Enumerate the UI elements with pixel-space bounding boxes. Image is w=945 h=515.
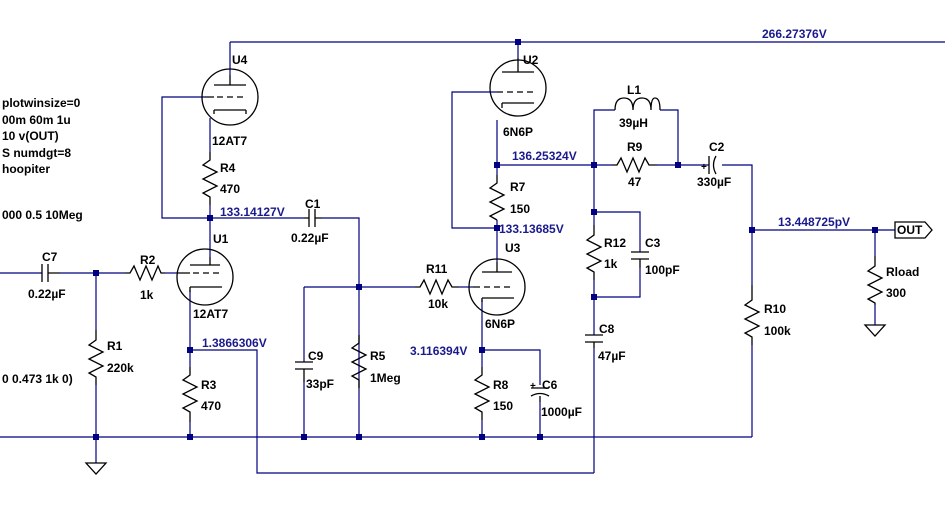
tube-u4-ref: U4	[232, 53, 248, 67]
rload-value: 300	[886, 286, 906, 300]
node-voltage-u2-cathode: 136.25324V	[512, 149, 577, 163]
resistor-r3[interactable]	[181, 367, 199, 422]
resistor-r9[interactable]	[612, 156, 657, 174]
r8-value: 150	[493, 399, 513, 413]
r10-ref: R10	[764, 302, 786, 316]
r9-ref: R9	[627, 140, 643, 154]
c3-value: 100pF	[645, 263, 680, 277]
c1-ref: C1	[305, 197, 321, 211]
capacitor-c1[interactable]	[304, 209, 322, 227]
r11-value: 10k	[428, 297, 448, 311]
directive-line-7: 0 0.473 1k 0)	[2, 372, 73, 386]
r12-value: 1k	[604, 257, 618, 271]
node-voltage-bplus: 266.27376V	[762, 27, 827, 41]
r2-value: 1k	[140, 288, 154, 302]
tube-u1[interactable]	[176, 248, 234, 306]
r4-ref: R4	[220, 161, 236, 175]
resistor-r2[interactable]	[125, 264, 165, 282]
resistor-r5[interactable]	[350, 335, 368, 388]
r10-value: 100k	[764, 324, 791, 338]
c9-ref: C9	[308, 349, 324, 363]
c2-ref: C2	[709, 140, 725, 154]
c8-value: 47µF	[598, 349, 626, 363]
l1-ref: L1	[627, 83, 641, 97]
tube-u1-ref: U1	[213, 232, 229, 246]
c8-ref: C8	[599, 322, 615, 336]
inductor-l1[interactable]	[614, 97, 661, 111]
tube-u3[interactable]	[468, 258, 526, 316]
svg-text:+: +	[701, 162, 707, 173]
output-port-label: OUT	[897, 223, 923, 237]
node-voltages: 266.27376V 133.14127V 1.3866306V 136.253…	[202, 27, 850, 358]
component-labels: U4 12AT7 U1 12AT7 U2 6N6P U3 6N6P C7 0.2…	[28, 53, 919, 419]
r5-value: 1Meg	[370, 371, 401, 385]
r1-value: 220k	[107, 361, 134, 375]
r4-value: 470	[220, 182, 240, 196]
resistor-r11[interactable]	[415, 278, 459, 296]
c2-value: 330µF	[697, 175, 731, 189]
capacitor-c3[interactable]	[631, 251, 649, 268]
l1-value: 39µH	[619, 116, 648, 130]
node-voltage-output: 13.448725pV	[778, 215, 850, 229]
c7-value: 0.22µF	[28, 287, 66, 301]
c9-value: 33pF	[306, 377, 334, 391]
node-voltage-u1-cathode: 1.3866306V	[202, 336, 267, 350]
directive-line-1: plotwinsize=0	[2, 96, 81, 110]
node-voltage-u3-cathode: 3.116394V	[410, 344, 467, 358]
rload-ref: Rload	[886, 265, 919, 279]
capacitor-c7[interactable]	[41, 264, 60, 282]
resistor-r10[interactable]	[743, 285, 761, 345]
tube-u4[interactable]	[201, 68, 259, 126]
ground-symbol-rload	[863, 324, 887, 337]
r7-value: 150	[510, 202, 530, 216]
resistor-r4[interactable]	[201, 152, 219, 205]
tube-u2[interactable]	[489, 58, 547, 117]
ground-symbol	[84, 462, 108, 475]
r5-ref: R5	[370, 349, 386, 363]
output-port[interactable]: OUT	[894, 221, 933, 239]
svg-text:+: +	[530, 381, 536, 392]
resistor-rload[interactable]	[866, 256, 884, 305]
resistor-r8[interactable]	[473, 367, 491, 420]
r3-value: 470	[201, 399, 221, 413]
r8-ref: R8	[493, 378, 509, 392]
c3-ref: C3	[645, 236, 661, 250]
capacitor-c8[interactable]	[585, 334, 603, 348]
r11-ref: R11	[426, 262, 448, 276]
tube-u3-ref: U3	[505, 241, 521, 255]
capacitor-c2[interactable]: +	[701, 155, 717, 175]
resistor-r7[interactable]	[488, 175, 506, 221]
r12-ref: R12	[604, 236, 626, 250]
directive-line-2: 00m 60m 1u	[2, 113, 71, 127]
directive-line-4: S numdgt=8	[2, 146, 71, 160]
r3-ref: R3	[201, 378, 217, 392]
r7-ref: R7	[510, 180, 526, 194]
c6-value: 1000µF	[541, 405, 582, 419]
c1-value: 0.22µF	[291, 231, 329, 245]
r2-ref: R2	[140, 253, 156, 267]
capacitor-c9[interactable]	[295, 361, 313, 382]
c7-ref: C7	[42, 250, 58, 264]
r1-ref: R1	[107, 339, 123, 353]
node-voltage-u1-plate: 133.14127V	[220, 205, 285, 219]
spice-directives: plotwinsize=0 00m 60m 1u 10 v(OUT) S num…	[2, 96, 83, 386]
capacitor-c6[interactable]: +	[530, 381, 550, 402]
resistor-r12[interactable]	[585, 225, 603, 280]
resistor-r1[interactable]	[87, 330, 105, 385]
tube-u4-value: 12AT7	[212, 134, 247, 148]
directive-line-5: hoopiter	[2, 162, 50, 176]
directive-line-3: 10 v(OUT)	[2, 129, 59, 143]
directive-line-6: 000 0.5 10Meg	[2, 208, 83, 222]
c6-ref: C6	[542, 378, 558, 392]
tube-u2-ref: U2	[523, 53, 539, 67]
junction-dots	[93, 39, 878, 440]
tube-u3-value: 6N6P	[485, 317, 515, 331]
tube-u1-value: 12AT7	[193, 307, 228, 321]
tube-u2-value: 6N6P	[503, 125, 533, 139]
r9-value: 47	[628, 175, 642, 189]
node-voltage-u3-plate: 133.13685V	[499, 222, 564, 236]
